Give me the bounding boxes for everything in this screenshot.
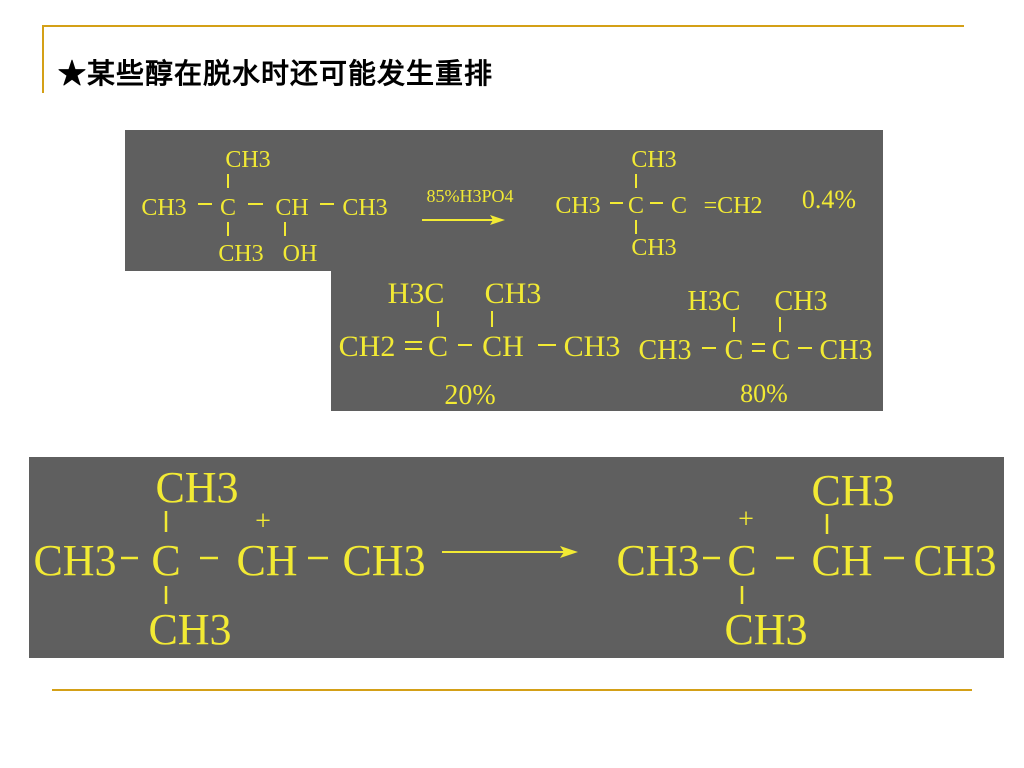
- product-b-ch: CH: [482, 330, 524, 363]
- reactant-ch3-left: CH3: [141, 195, 186, 221]
- product-b: H3C CH3 CH2 C CH CH3 20%: [339, 277, 621, 411]
- product-a: CH3 CH3 C C =CH2 CH3 0.4%: [555, 147, 856, 261]
- right-ch3-right: CH3: [913, 536, 996, 585]
- reaction-arrow: 85%H3PO4: [422, 186, 514, 225]
- product-b-ch2: CH2: [339, 330, 396, 363]
- product-b-ch3-top: CH3: [485, 277, 542, 310]
- reactant-oh: OH: [283, 241, 318, 267]
- left-ch: CH: [236, 536, 297, 585]
- left-bottom-ch3: CH3: [148, 605, 231, 654]
- product-a-c1: C: [628, 193, 644, 219]
- product-a-top-ch3: CH3: [631, 147, 676, 173]
- tertiary-carbocation: CH3 CH3 + C CH CH3 CH3: [616, 466, 996, 654]
- secondary-carbocation: CH3 CH3 C + CH CH3 CH3: [33, 463, 425, 654]
- product-a-c2: C: [671, 193, 687, 219]
- product-c-ch3-top: CH3: [775, 286, 828, 317]
- right-bottom-ch3: CH3: [724, 605, 807, 654]
- rearrangement-arrow: [442, 546, 578, 558]
- left-accent-rule: [42, 25, 44, 93]
- product-c-ch3-right: CH3: [820, 335, 873, 366]
- left-charge: +: [255, 506, 271, 537]
- reactant-alcohol: CH3 CH3 C CH CH3 CH3 OH: [141, 147, 387, 267]
- product-b-yield: 20%: [444, 380, 495, 411]
- product-a-ch2: =CH2: [704, 193, 763, 219]
- slide-title: ★某些醇在脱水时还可能发生重排: [58, 57, 494, 90]
- product-c-yield: 80%: [740, 379, 788, 408]
- product-a-yield: 0.4%: [802, 185, 856, 214]
- reactant-ch: CH: [275, 195, 308, 221]
- top-rule: [42, 25, 964, 27]
- right-ch3-main: CH3: [616, 536, 699, 585]
- product-b-c: C: [428, 330, 448, 363]
- reactant-ch3-right: CH3: [342, 195, 387, 221]
- left-ch3-main: CH3: [33, 536, 116, 585]
- product-a-ch3-bottom: CH3: [631, 235, 676, 261]
- product-c-ch3-left: CH3: [639, 335, 692, 366]
- product-c: H3C CH3 CH3 C C CH3 80%: [639, 286, 873, 408]
- product-c-c1: C: [725, 335, 744, 366]
- rearrangement-panel: CH3 CH3 C + CH CH3 CH3 CH3 CH3 + C: [29, 457, 1004, 658]
- product-a-ch3-left: CH3: [555, 193, 600, 219]
- product-c-h3c: H3C: [688, 286, 741, 317]
- product-b-ch3-right: CH3: [564, 330, 621, 363]
- right-top-ch3: CH3: [811, 466, 894, 515]
- reactant-ch3-bottom: CH3: [218, 241, 263, 267]
- right-ch: CH: [811, 536, 872, 585]
- bottom-rule: [52, 689, 972, 691]
- dehydration-panel: CH3 CH3 C CH CH3 CH3 OH 85%H3PO4 CH3 CH3: [125, 130, 883, 411]
- left-ch3-right: CH3: [342, 536, 425, 585]
- left-top-ch3: CH3: [155, 463, 238, 512]
- right-c: C: [727, 536, 756, 585]
- product-b-h3c: H3C: [388, 277, 445, 310]
- reagent-label: 85%H3PO4: [426, 186, 513, 206]
- right-charge: +: [738, 504, 754, 535]
- product-c-c2: C: [772, 335, 791, 366]
- reactant-top-ch3: CH3: [225, 147, 270, 173]
- reactant-c: C: [220, 195, 236, 221]
- left-c: C: [151, 536, 180, 585]
